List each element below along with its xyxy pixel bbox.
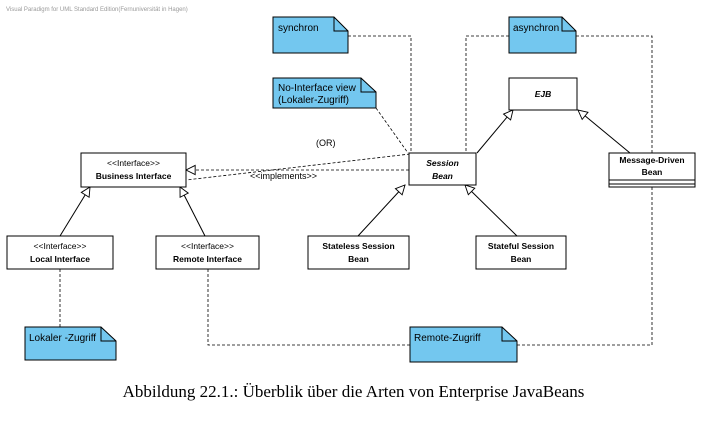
stateful-extends-session-edge [465,185,518,237]
note-lokaler-zugriff[interactable]: Lokaler -Zugriff [24,326,117,361]
note-asynchron-text: asynchron [513,23,559,34]
uml-class-diagram: Visual Paradigm for UML Standard Edition… [6,7,696,363]
figure-caption: Abbildung 22.1.: Überblik über die Arten… [122,382,585,401]
local-extends-business-edge [59,187,90,237]
mdb-name-line1: Message-Driven [619,155,684,165]
ejb-class[interactable]: EJB [508,77,578,111]
remote-zugriff-link-right [517,187,653,346]
business-interface-name: Business Interface [96,171,172,181]
session-bean-name-line1: Session [426,158,459,168]
business-interface-class[interactable]: <<Interface>> Business Interface [80,152,187,188]
asynchron-link-right [576,35,653,153]
remote-zugriff-link-left [207,269,410,346]
mdb-name-line2: Bean [642,167,663,177]
stateless-extends-session-edge [357,185,405,237]
stateless-bean-name-line1: Stateless Session [322,241,394,251]
or-label: (OR) [316,138,336,148]
note-no-interface-view[interactable]: No-Interface view (Lokaler-Zugriff) [272,77,377,109]
session-bean-name-line2: Bean [432,171,453,181]
implements-label: <<implements>> [250,171,317,181]
stateful-bean-name-line2: Bean [511,254,532,264]
local-interface-name: Local Interface [30,254,90,264]
stateful-bean-name-line1: Stateful Session [488,241,554,251]
note-remote-zugriff[interactable]: Remote-Zugriff [409,326,518,363]
local-interface-stereotype: <<Interface>> [34,241,87,251]
remote-extends-business-edge [180,187,206,237]
remote-interface-stereotype: <<Interface>> [181,241,234,251]
business-interface-stereotype: <<Interface>> [107,158,160,168]
note-remote-zugriff-text: Remote-Zugriff [414,333,481,344]
note-asynchron[interactable]: asynchron [508,16,577,54]
ejb-name: EJB [535,89,552,99]
stateless-session-bean-class[interactable]: Stateless Session Bean [307,235,410,270]
session-bean-class[interactable]: Session Bean [408,152,477,186]
remote-interface-name: Remote Interface [173,254,242,264]
note-no-interface-line2: (Lokaler-Zugriff) [278,95,349,106]
note-lokaler-zugriff-text: Lokaler -Zugriff [29,333,96,344]
stateful-session-bean-class[interactable]: Stateful Session Bean [475,235,567,270]
or-edge [185,153,411,181]
synchron-link [348,35,412,153]
stateless-bean-name-line2: Bean [348,254,369,264]
watermark: Visual Paradigm for UML Standard Edition… [6,7,188,13]
note-no-interface-line1: No-Interface view [278,83,357,94]
mdb-extends-ejb-edge [578,110,631,154]
asynchron-link-left [465,35,509,153]
message-driven-bean-class[interactable]: Message-Driven Bean [608,152,696,188]
note-synchron[interactable]: synchron [272,16,349,54]
session-extends-ejb-edge [476,110,513,154]
remote-interface-class[interactable]: <<Interface>> Remote Interface [155,235,260,270]
local-interface-class[interactable]: <<Interface>> Local Interface [6,235,114,270]
note-synchron-text: synchron [278,23,319,34]
no-interface-link [375,107,409,154]
